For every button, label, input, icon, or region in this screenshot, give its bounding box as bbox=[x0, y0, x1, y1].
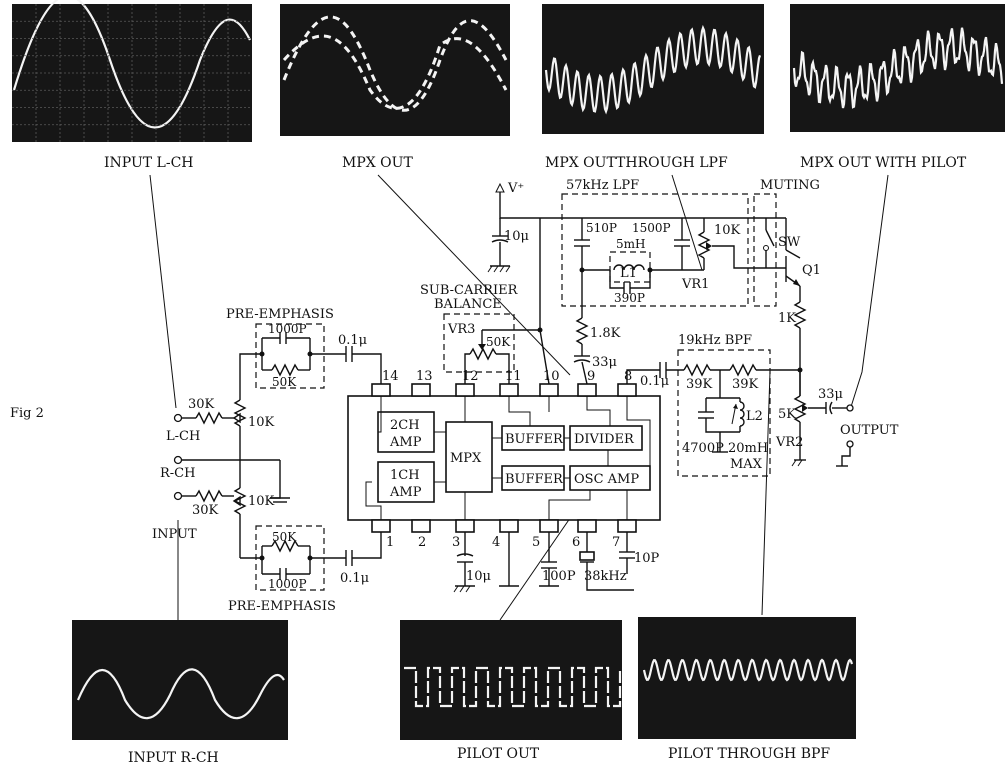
sw-label: SW bbox=[778, 235, 801, 250]
caption-pilot-bpf: PILOT THROUGH BPF bbox=[668, 746, 830, 762]
pin-5: 5 bbox=[532, 535, 540, 550]
scope-mpx-out bbox=[280, 4, 510, 136]
l2-label: L2 bbox=[746, 409, 763, 424]
vplus-label: V⁺ bbox=[507, 181, 524, 196]
pin-14: 14 bbox=[382, 369, 399, 384]
amp-2ch-block: 2CH AMP bbox=[377, 411, 435, 453]
vr1-label: VR1 bbox=[681, 277, 709, 292]
c-33u-pin9-label: 33μ bbox=[592, 355, 617, 370]
scope-mpx-lpf bbox=[542, 4, 764, 134]
r-10k-bottom-label: 10K bbox=[248, 494, 275, 509]
l-ch-label: L-CH bbox=[166, 429, 200, 444]
scope-pilot-out bbox=[400, 620, 622, 740]
l-20mh-label: 20mH bbox=[728, 441, 768, 456]
c-10p-label: 10P bbox=[634, 551, 660, 566]
amp-1ch-block: 1CH AMP bbox=[377, 461, 435, 503]
figure-label: Fig 2 bbox=[10, 406, 44, 421]
pin-1: 1 bbox=[386, 535, 394, 550]
r-50k-top-label: 50K bbox=[272, 375, 297, 389]
bpf-title: 19kHz BPF bbox=[678, 333, 752, 348]
scope-pilot-bpf bbox=[638, 617, 856, 739]
svg-text:AMP: AMP bbox=[389, 485, 422, 500]
q1-label: Q1 bbox=[802, 263, 821, 278]
c-1000p-bottom-label: 1000P bbox=[268, 577, 307, 591]
pin-8: 8 bbox=[624, 369, 632, 384]
osc-amp-block: OSC AMP bbox=[569, 465, 651, 491]
c-1000p-top-label: 1000P bbox=[268, 322, 307, 336]
subcarrier-label-1: SUB-CARRIER bbox=[420, 283, 519, 298]
max-label: MAX bbox=[730, 457, 763, 472]
caption-mpx-lpf: MPX OUTTHROUGH LPF bbox=[545, 155, 728, 171]
c-390p-label: 390P bbox=[614, 291, 645, 305]
svg-text:1CH: 1CH bbox=[390, 468, 420, 483]
buffer-block-1: BUFFER bbox=[501, 425, 565, 451]
svg-text:MPX: MPX bbox=[450, 451, 482, 466]
c-0-1u-top-label: 0.1μ bbox=[338, 333, 367, 348]
muting-label: MUTING bbox=[760, 178, 820, 193]
svg-text:2CH: 2CH bbox=[390, 418, 420, 433]
pin-4: 4 bbox=[492, 535, 500, 550]
c-0-1u-pin8-label: 0.1μ bbox=[640, 374, 669, 389]
r-50k-bottom-label: 50K bbox=[272, 530, 297, 544]
c-4700p-label: 4700P bbox=[682, 441, 724, 456]
scope-mpx-pilot bbox=[790, 4, 1005, 132]
r-ch-label: R-CH bbox=[160, 466, 195, 481]
l1-label: L1 bbox=[620, 266, 637, 281]
buffer-block-2: BUFFER bbox=[501, 465, 565, 491]
r-5k-label: 5K bbox=[778, 407, 796, 422]
vr3-label: VR3 bbox=[447, 322, 475, 337]
c-100p-label: 100P bbox=[542, 569, 576, 584]
pin-7: 7 bbox=[612, 535, 620, 550]
input-label: INPUT bbox=[152, 527, 197, 542]
svg-text:BUFFER: BUFFER bbox=[505, 472, 564, 487]
r-1-8k-label: 1.8K bbox=[590, 326, 621, 341]
output-label: OUTPUT bbox=[840, 423, 899, 438]
r-50k-vr3-label: 50K bbox=[486, 335, 511, 349]
r-39k-a-label: 39K bbox=[686, 377, 713, 392]
c-1500p-label: 1500P bbox=[632, 221, 671, 235]
xtal-label: 38kHz bbox=[584, 569, 627, 584]
pin-11: 11 bbox=[505, 369, 522, 384]
r-39k-b-label: 39K bbox=[732, 377, 759, 392]
pin-13: 13 bbox=[416, 369, 433, 384]
svg-text:AMP: AMP bbox=[389, 435, 422, 450]
mpx-block: MPX bbox=[445, 421, 493, 493]
caption-pilot-out: PILOT OUT bbox=[457, 746, 540, 762]
pre-emphasis-bottom-label: PRE-EMPHASIS bbox=[228, 599, 336, 614]
svg-text:BUFFER: BUFFER bbox=[505, 432, 564, 447]
c-10u-pin3-label: 10μ bbox=[466, 569, 491, 584]
ic-chip bbox=[347, 383, 661, 533]
scope-input-r bbox=[72, 620, 288, 740]
pin-3: 3 bbox=[452, 535, 460, 550]
divider-block: DIVIDER bbox=[569, 425, 643, 451]
c-510p-label: 510P bbox=[586, 221, 617, 235]
c-10u-vplus-label: 10μ bbox=[504, 229, 529, 244]
caption-input-r: INPUT R-CH bbox=[128, 750, 219, 766]
c-33u-out-label: 33μ bbox=[818, 387, 843, 402]
pin-2: 2 bbox=[418, 535, 426, 550]
pre-emphasis-top-label: PRE-EMPHASIS bbox=[226, 307, 334, 322]
lpf-title: 57kHz LPF bbox=[566, 178, 639, 193]
caption-input-l: INPUT L-CH bbox=[104, 155, 194, 171]
r-10k-lpf-label: 10K bbox=[714, 223, 741, 238]
r-30k-bottom-label: 30K bbox=[192, 503, 219, 518]
pin-9: 9 bbox=[587, 369, 595, 384]
r-1k-label: 1K bbox=[778, 311, 796, 326]
caption-mpx-pilot: MPX OUT WITH PILOT bbox=[800, 155, 967, 171]
r-10k-top-label: 10K bbox=[248, 415, 275, 430]
svg-text:OSC AMP: OSC AMP bbox=[574, 472, 639, 487]
vr2-label: VR2 bbox=[775, 435, 803, 450]
caption-mpx-out: MPX OUT bbox=[342, 155, 413, 171]
pin-6: 6 bbox=[572, 535, 580, 550]
r-30k-top-label: 30K bbox=[188, 397, 215, 412]
subcarrier-label-2: BALANCE bbox=[434, 297, 502, 312]
l-5mh-label: 5mH bbox=[616, 237, 645, 251]
pin-12: 12 bbox=[462, 369, 479, 384]
c-0-1u-bottom-label: 0.1μ bbox=[340, 571, 369, 586]
svg-text:DIVIDER: DIVIDER bbox=[574, 432, 635, 447]
pin-10: 10 bbox=[543, 369, 560, 384]
